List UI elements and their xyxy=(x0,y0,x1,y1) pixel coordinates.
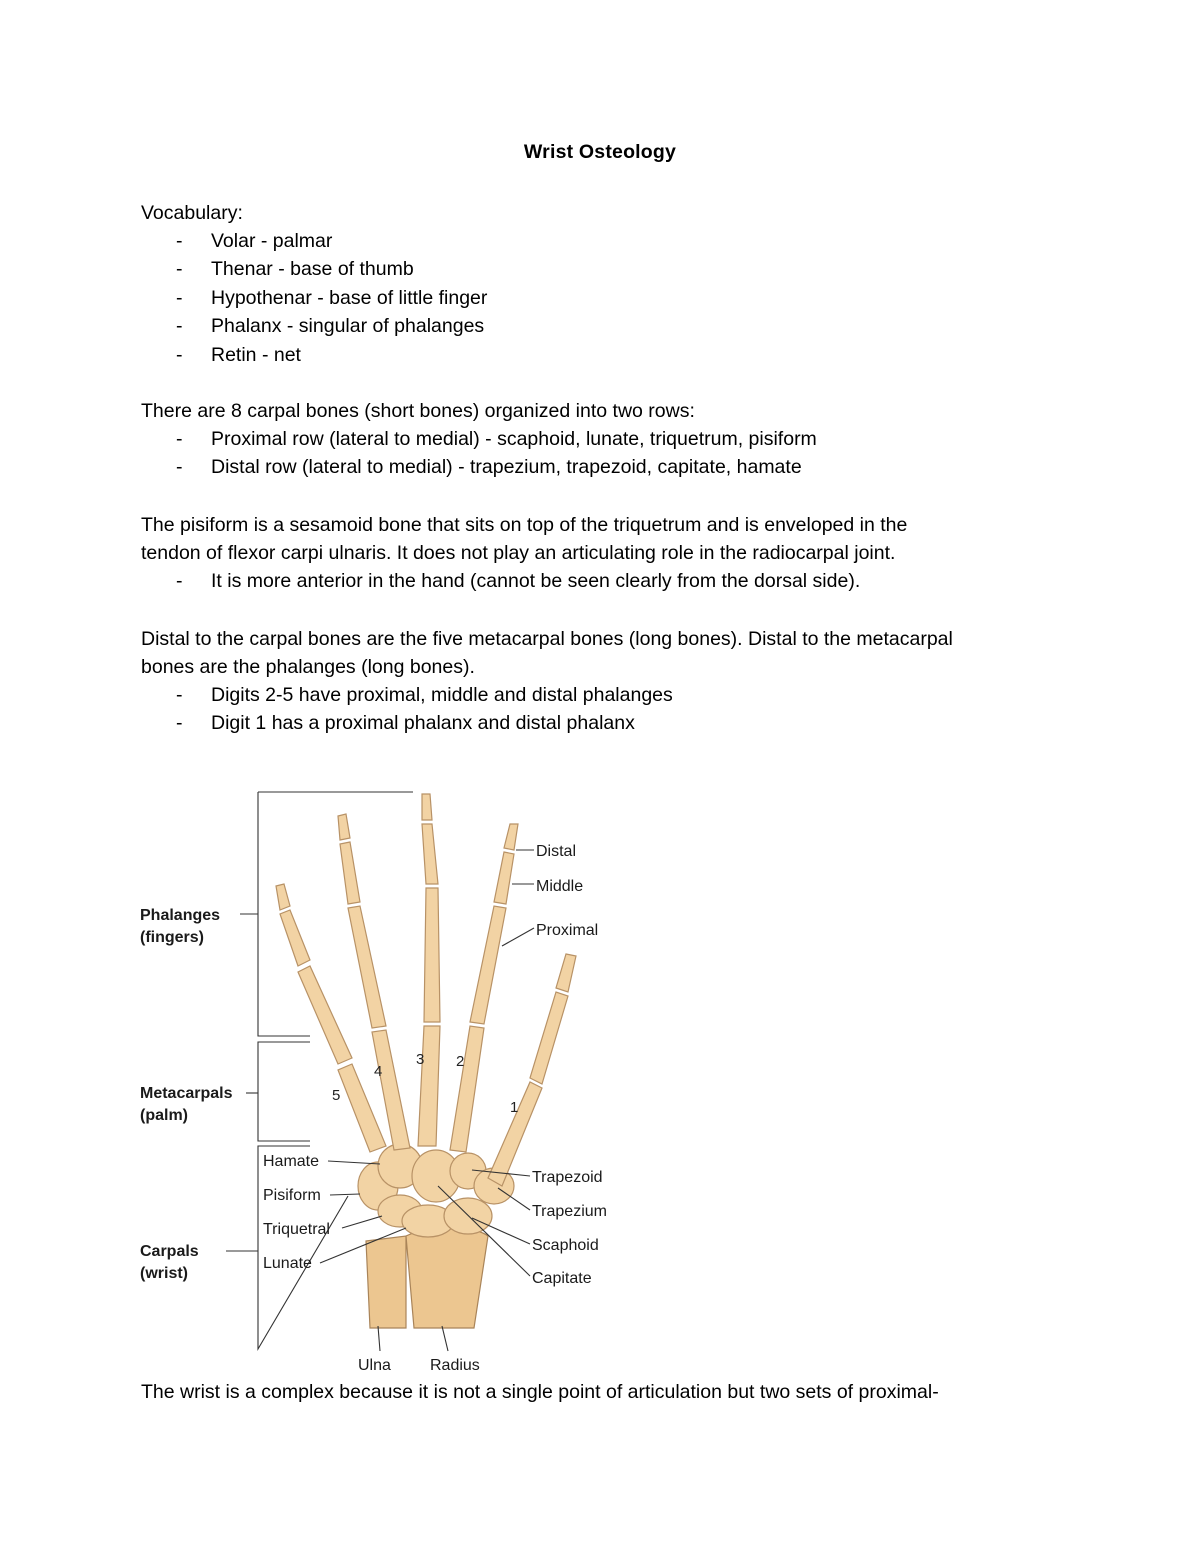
page-title: Wrist Osteology xyxy=(523,141,677,163)
bottom-labels: Ulna Radius xyxy=(358,1325,480,1374)
list-item: -Digit 1 has a proximal phalanx and dist… xyxy=(176,712,635,735)
carpals-intro: There are 8 carpal bones (short bones) o… xyxy=(141,400,695,422)
label-triquetral: Triquetral xyxy=(263,1221,330,1238)
list-item: -Volar - palmar xyxy=(176,230,333,252)
label-phalanges-sub: (fingers) xyxy=(140,929,204,946)
metacarpal-2 xyxy=(449,1025,485,1153)
proximal-phalanx-5 xyxy=(297,965,353,1065)
proximal-phalanx-1 xyxy=(529,991,569,1085)
hand-bones xyxy=(275,793,577,1329)
metacarpals-bracket xyxy=(257,1041,310,1142)
label-proximal: Proximal xyxy=(536,922,598,939)
distal-phalanx-4 xyxy=(337,813,351,841)
digit-number-1: 1 xyxy=(510,1099,518,1116)
distal-phalanx-3 xyxy=(421,793,433,821)
middle-phalanx-5 xyxy=(279,909,311,967)
list-item: -Distal row (lateral to medial) - trapez… xyxy=(176,456,802,479)
metacarpal-4 xyxy=(371,1029,411,1151)
metacarpals-list: -Digits 2-5 have proximal, middle and di… xyxy=(141,681,673,738)
digit-number-4: 4 xyxy=(374,1063,382,1080)
distal-phalanx-1 xyxy=(555,953,577,993)
label-phalanges: Phalanges xyxy=(140,907,220,924)
distal-phalanx-2 xyxy=(503,823,519,851)
label-middle: Middle xyxy=(536,878,583,895)
label-radius: Radius xyxy=(430,1357,480,1374)
phalanges-bracket xyxy=(257,792,310,1037)
carpals-list: -Proximal row (lateral to medial) - scap… xyxy=(141,425,817,482)
pisiform-line-2: tendon of flexor carpi ulnaris. It does … xyxy=(141,542,896,564)
label-scaphoid: Scaphoid xyxy=(532,1237,599,1254)
pisiform-list: -It is more anterior in the hand (cannot… xyxy=(141,567,860,595)
label-trapezium: Trapezium xyxy=(532,1203,607,1220)
metacarpal-5 xyxy=(337,1063,387,1153)
label-carpals-sub: (wrist) xyxy=(140,1265,188,1282)
hand-skeleton-figure: Phalanges (fingers) Metacarpals (palm) C… xyxy=(140,791,607,1374)
right-labels: Distal Middle Proximal Trapezoid Trapezi… xyxy=(437,843,607,1287)
pisiform-line-1: The pisiform is a sesamoid bone that sit… xyxy=(141,514,908,536)
digit-number-5: 5 xyxy=(332,1087,340,1104)
list-item: -Hypothenar - base of little finger xyxy=(176,286,488,309)
group-brackets xyxy=(226,791,413,1352)
label-capitate: Capitate xyxy=(532,1270,592,1287)
label-lunate: Lunate xyxy=(263,1255,312,1272)
middle-phalanx-4 xyxy=(339,841,361,905)
label-hamate: Hamate xyxy=(263,1153,319,1170)
metacarpals-line-2: bones are the phalanges (long bones). xyxy=(141,656,475,678)
vocabulary-heading: Vocabulary: xyxy=(141,202,243,224)
label-metacarpals: Metacarpals xyxy=(140,1085,233,1102)
label-trapezoid: Trapezoid xyxy=(532,1169,603,1186)
list-item: -Digits 2-5 have proximal, middle and di… xyxy=(176,684,673,706)
list-item: -Retin - net xyxy=(176,343,301,366)
footer-line: The wrist is a complex because it is not… xyxy=(141,1381,939,1403)
label-metacarpals-sub: (palm) xyxy=(140,1107,188,1124)
proximal-phalanx-3 xyxy=(423,887,441,1023)
middle-phalanx-3 xyxy=(421,823,439,885)
proximal-phalanx-2 xyxy=(469,905,507,1025)
label-pisiform: Pisiform xyxy=(263,1187,321,1204)
metacarpals-line-1: Distal to the carpal bones are the five … xyxy=(141,628,953,650)
digit-number-3: 3 xyxy=(416,1051,424,1068)
digit-numbers: 1 2 3 4 5 xyxy=(332,1051,518,1116)
carpal-labels: Hamate Pisiform Triquetral Lunate xyxy=(263,1153,407,1272)
left-labels: Phalanges (fingers) Metacarpals (palm) C… xyxy=(140,907,233,1282)
list-item: -Thenar - base of thumb xyxy=(176,258,414,281)
list-item: -Phalanx - singular of phalanges xyxy=(176,315,485,338)
middle-phalanx-2 xyxy=(493,851,515,905)
list-item: -It is more anterior in the hand (cannot… xyxy=(176,570,861,592)
proximal-phalanx-4 xyxy=(347,905,387,1029)
vocabulary-list: -Volar - palmar -Thenar - base of thumb … xyxy=(141,227,487,369)
ulna-bone xyxy=(365,1235,407,1329)
radius-bone xyxy=(405,1226,489,1329)
metacarpal-1 xyxy=(487,1081,543,1187)
label-ulna: Ulna xyxy=(358,1357,391,1374)
carpals-bracket xyxy=(257,1145,349,1352)
label-distal: Distal xyxy=(536,843,576,860)
digit-number-2: 2 xyxy=(456,1053,464,1070)
metacarpal-3 xyxy=(417,1025,441,1147)
distal-phalanx-5 xyxy=(275,883,291,911)
list-item: -Proximal row (lateral to medial) - scap… xyxy=(176,428,817,450)
label-carpals: Carpals xyxy=(140,1243,199,1260)
